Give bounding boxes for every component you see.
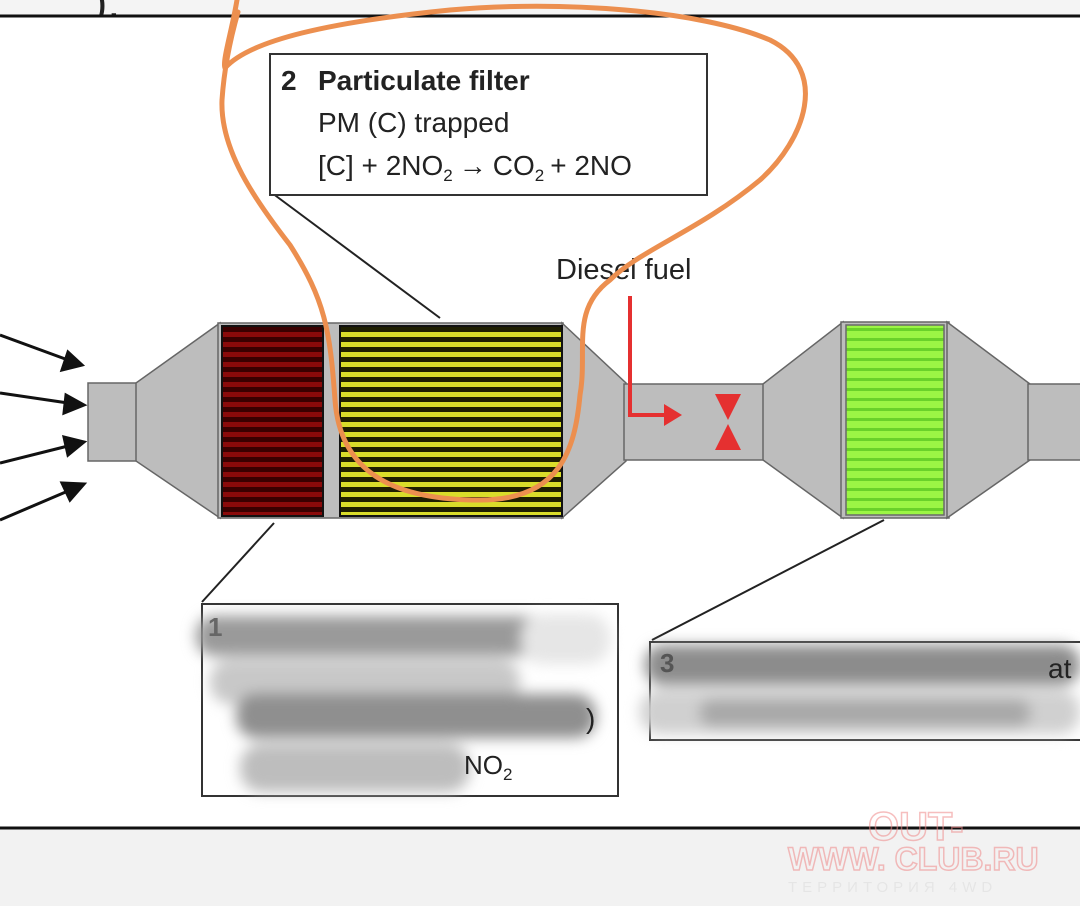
blurred-text-block bbox=[196, 614, 610, 792]
oxidation-visible-tail: NO2 bbox=[464, 750, 512, 784]
watermark-line2: WWW. CLUB.RU bbox=[788, 841, 1039, 877]
bottom-strip bbox=[0, 830, 1080, 906]
connecting-pipe bbox=[623, 383, 765, 461]
oxidation-catalyst-element bbox=[221, 325, 324, 517]
oxidation-leader-line bbox=[201, 522, 275, 603]
filter-title: Particulate filter bbox=[318, 65, 530, 96]
watermark-line1: OUT- bbox=[868, 805, 964, 849]
oxidation-catalyst-callout: 1 ) NO2 bbox=[196, 603, 619, 797]
inlet-arrows bbox=[0, 333, 88, 522]
filter-leader-line bbox=[271, 192, 441, 319]
diesel-fuel-arrow bbox=[628, 296, 682, 426]
blurred-text-block bbox=[640, 645, 1080, 734]
nox-catalyst-callout: 3 at bbox=[640, 641, 1080, 741]
watermark-line3: ТЕРРИТОРИЯ 4WD bbox=[788, 879, 997, 896]
filter-number: 2 bbox=[281, 65, 297, 96]
filter-reaction: [C] + 2NO2→CO2+ 2NO bbox=[318, 150, 632, 185]
nox-catalyst-element bbox=[845, 324, 945, 516]
nox-number: 3 bbox=[660, 648, 674, 678]
injector-valve-icon bbox=[715, 394, 741, 450]
watermark: OUT- WWW. CLUB.RU ТЕРРИТОРИЯ 4WD bbox=[787, 804, 1039, 896]
nox-visible-tail: at bbox=[1048, 653, 1072, 684]
oxidation-paren: ) bbox=[586, 703, 595, 734]
oxidation-number: 1 bbox=[208, 612, 222, 642]
top-strip bbox=[0, 0, 1080, 18]
particulate-filter-element bbox=[339, 325, 563, 517]
orange-highlight-scribble bbox=[219, 0, 808, 503]
particulate-filter-callout: 2 Particulate filter PM (C) trapped [C] … bbox=[269, 53, 708, 196]
nox-leader-line bbox=[651, 519, 885, 641]
filter-line1: PM (C) trapped bbox=[318, 107, 509, 138]
